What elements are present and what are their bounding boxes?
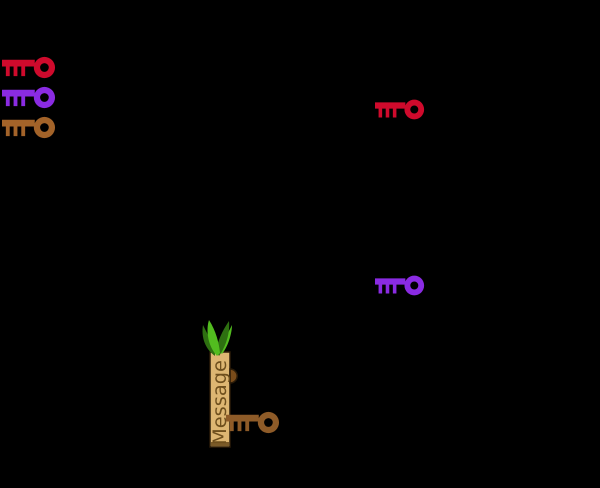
message-plant: Message bbox=[202, 320, 238, 448]
leaf-dark-right bbox=[216, 321, 230, 356]
key-shape bbox=[375, 275, 425, 296]
red-key-icon bbox=[2, 56, 56, 79]
message-label: Message bbox=[209, 360, 231, 445]
message-stick-base bbox=[211, 442, 229, 446]
purple-key-icon bbox=[2, 86, 56, 109]
key-shape bbox=[2, 116, 56, 139]
key-shape bbox=[226, 411, 280, 434]
sprout-icon bbox=[202, 320, 232, 356]
red-key-icon bbox=[375, 99, 425, 120]
key-shape bbox=[2, 56, 56, 79]
brown-key-icon bbox=[2, 116, 56, 139]
leaf-bright-left bbox=[207, 320, 220, 356]
message-key-icon bbox=[226, 411, 280, 434]
key-shape bbox=[375, 99, 425, 120]
stick-knob bbox=[229, 368, 238, 384]
purple-key-icon bbox=[375, 275, 425, 296]
key-shape bbox=[2, 86, 56, 109]
